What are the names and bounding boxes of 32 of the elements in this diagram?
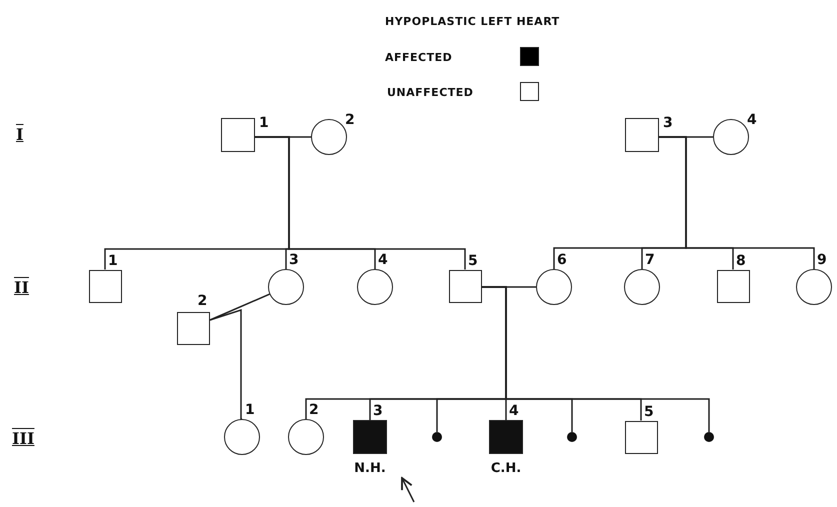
individual-number: 3 — [373, 404, 383, 418]
individual-number: 4 — [378, 253, 388, 267]
pedigree-line — [255, 136, 466, 270]
individual-number: 7 — [645, 253, 655, 267]
generation-label: III — [12, 431, 34, 447]
individual-number: 5 — [644, 404, 654, 418]
pedigree-line — [659, 136, 815, 269]
individual-number: 5 — [468, 254, 478, 268]
individual-number: 9 — [817, 253, 827, 267]
generation-label: I — [16, 127, 24, 143]
pedigree-line — [210, 293, 270, 321]
individual-number: 3 — [663, 116, 673, 130]
individual-number: 4 — [747, 113, 757, 127]
individual-number: 8 — [736, 254, 746, 268]
initials-label: N.H. — [354, 462, 386, 475]
individual-number: 1 — [108, 254, 118, 268]
individual-number: 2 — [309, 403, 319, 417]
generation-label: II — [14, 280, 29, 296]
individual-number: 3 — [289, 253, 299, 267]
pedigree-line — [482, 286, 710, 432]
individual-number: 4 — [509, 404, 519, 418]
individual-number: 1 — [245, 403, 255, 417]
legend-label: AFFECTED — [385, 52, 452, 63]
individual-number: 2 — [345, 113, 355, 127]
initials-label: C.H. — [490, 462, 522, 475]
legend-title: HYPOPLASTIC LEFT HEART — [385, 16, 560, 27]
legend-label: UNAFFECTED — [387, 87, 474, 98]
proband-arrow — [401, 477, 415, 502]
individual-number: 1 — [259, 116, 269, 130]
individual-number: 6 — [557, 253, 567, 267]
pedigree-line — [210, 308, 242, 420]
individual-number: 2 — [198, 294, 208, 308]
